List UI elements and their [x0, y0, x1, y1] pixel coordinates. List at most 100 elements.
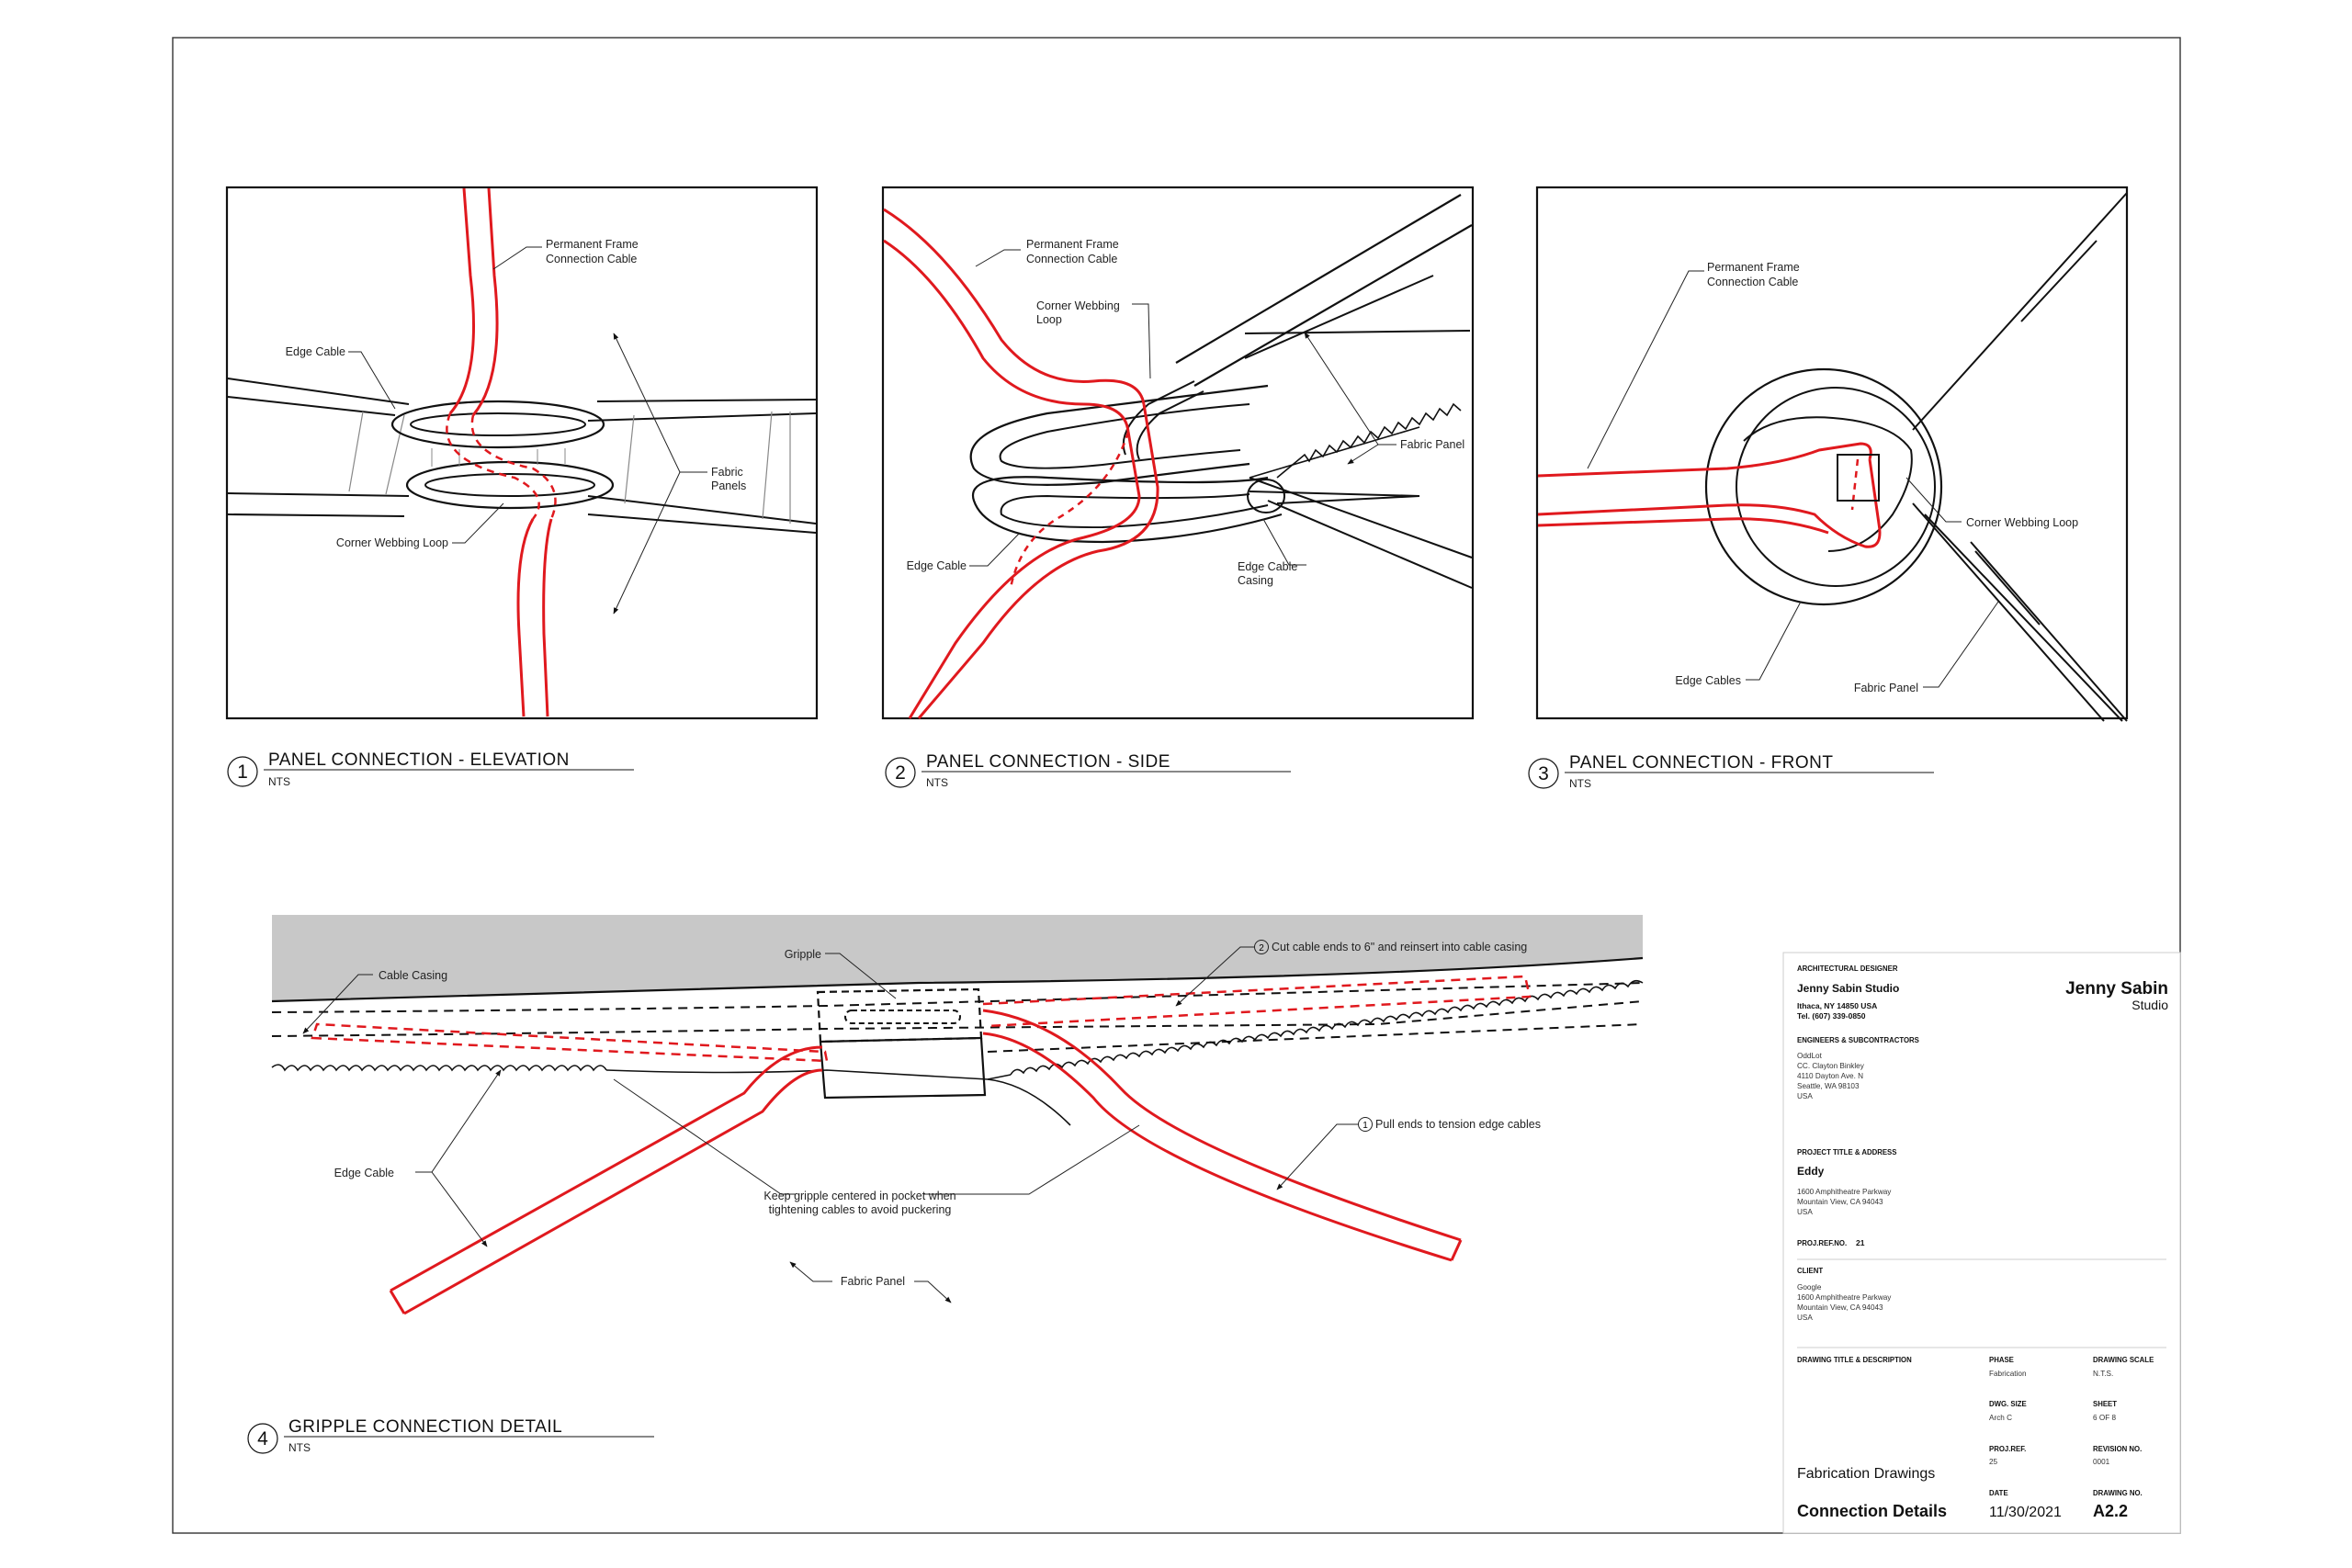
tb-proj-ref-value: 21	[1856, 1238, 1865, 1247]
label-edge-cable-1: Edge Cable	[286, 345, 345, 358]
detail-2-panel-connection-side: Permanent Frame Connection Cable Corner …	[881, 186, 1475, 789]
tb-drawing-no-value: A2.2	[2093, 1502, 2128, 1520]
label-edge-cable-4: Edge Cable	[334, 1167, 394, 1179]
tb-dwg-size-value: Arch C	[1989, 1414, 2012, 1422]
label-frame-cable-3b: Connection Cable	[1707, 276, 1798, 288]
detail-1-number: 1	[237, 761, 248, 783]
detail-3-number-bubble	[1528, 758, 1559, 789]
label-frame-cable-1a: Permanent Frame	[546, 238, 639, 251]
detail-3-drawing	[1537, 192, 2128, 722]
tb-engineer-line-3: 4110 Dayton Ave. N	[1797, 1072, 1863, 1080]
detail-4-gripple-connection: Cable Casing Gripple 2 Cut cable ends to…	[247, 915, 1644, 1454]
tb-scale-value: N.T.S.	[2093, 1370, 2113, 1378]
label-frame-cable-1b: Connection Cable	[546, 253, 637, 265]
label-step2-cut-cable: Cut cable ends to 6" and reinsert into c…	[1272, 941, 1527, 953]
tb-client-line-4: USA	[1797, 1314, 1813, 1322]
label-edge-cables-3: Edge Cables	[1675, 674, 1741, 687]
tb-revision-label: REVISION NO.	[2093, 1445, 2142, 1453]
label-fabric-panels-1a: Fabric	[711, 466, 743, 479]
detail-2-title: PANEL CONNECTION - SIDE	[926, 752, 1170, 772]
label-gripple: Gripple	[785, 948, 821, 961]
tb-date-value: 11/30/2021	[1989, 1505, 2062, 1520]
detail-3-title: PANEL CONNECTION - FRONT	[1569, 753, 1834, 773]
tb-engineer-line-4: Seattle, WA 98103	[1797, 1082, 1860, 1090]
detail-3-number: 3	[1538, 763, 1549, 784]
tb-revision-value: 0001	[2093, 1458, 2110, 1466]
title-block: ARCHITECTURAL DESIGNER Jenny Sabin Studi…	[1782, 952, 2181, 1534]
label-fabric-panel-2: Fabric Panel	[1400, 438, 1464, 451]
tb-phase-label: PHASE	[1989, 1356, 2014, 1364]
tb-projref2-value: 25	[1989, 1458, 1998, 1466]
tb-project-line-2: Mountain View, CA 94043	[1797, 1198, 1883, 1206]
tb-drawing-no-label: DRAWING NO.	[2093, 1489, 2143, 1497]
detail-1-title: PANEL CONNECTION - ELEVATION	[268, 750, 570, 770]
detail-4-number: 4	[257, 1428, 268, 1450]
tb-project-line-3: USA	[1797, 1208, 1813, 1216]
detail-1-drawing	[227, 187, 817, 717]
tb-client-line-2: 1600 Amphitheatre Parkway	[1797, 1293, 1892, 1302]
tb-client-line-3: Mountain View, CA 94043	[1797, 1303, 1883, 1312]
tb-date-label: DATE	[1989, 1489, 2008, 1497]
tb-engineer-line-2: CC. Clayton Binkley	[1797, 1062, 1865, 1070]
detail-4-number-bubble	[247, 1423, 278, 1454]
detail-2-number: 2	[895, 762, 906, 784]
tb-drawing-subtitle: Fabrication Drawings	[1797, 1466, 1935, 1482]
detail-1-frame	[225, 186, 819, 720]
detail-2-scale: NTS	[926, 776, 948, 789]
label-frame-cable-2a: Permanent Frame	[1026, 238, 1119, 251]
detail-1-scale: NTS	[268, 775, 290, 788]
sheet-border	[172, 37, 2181, 1534]
label-webbing-loop-2a: Corner Webbing	[1036, 299, 1120, 312]
detail-2-number-bubble	[885, 757, 916, 788]
tb-client-heading: CLIENT	[1797, 1267, 1823, 1275]
detail-4-drawing	[271, 915, 1644, 1315]
label-edge-cable-2: Edge Cable	[907, 559, 967, 572]
label-webbing-loop-3: Corner Webbing Loop	[1966, 516, 2078, 529]
label-keep-centered-a: Keep gripple centered in pocket when	[763, 1190, 956, 1202]
tb-engineer-line-5: USA	[1797, 1092, 1813, 1100]
step2-number: 2	[1259, 943, 1264, 953]
tb-project-name: Eddy	[1797, 1165, 1825, 1178]
tb-engineer-line-1: OddLot	[1797, 1052, 1823, 1060]
tb-drawing-title-heading: DRAWING TITLE & DESCRIPTION	[1797, 1356, 1912, 1364]
detail-2-drawing	[883, 194, 1473, 719]
tb-dwg-size-label: DWG. SIZE	[1989, 1400, 2027, 1408]
tb-drawing-title: Connection Details	[1797, 1502, 1947, 1520]
tb-designer-address: Ithaca, NY 14850 USA	[1797, 1001, 1877, 1010]
tb-sheet-value: 6 OF 8	[2093, 1414, 2116, 1422]
label-cable-casing: Cable Casing	[379, 969, 447, 982]
tb-arch-designer-heading: ARCHITECTURAL DESIGNER	[1797, 964, 1898, 973]
detail-4-title: GRIPPLE CONNECTION DETAIL	[288, 1417, 562, 1437]
tb-phase-value: Fabrication	[1989, 1370, 2027, 1378]
detail-3-frame	[1535, 186, 2129, 720]
label-fabric-panels-1b: Panels	[711, 479, 746, 492]
label-fabric-panel-4: Fabric Panel	[841, 1275, 905, 1288]
label-edge-casing-2b: Casing	[1238, 574, 1273, 587]
detail-2-frame	[881, 186, 1475, 720]
label-frame-cable-3a: Permanent Frame	[1707, 261, 1800, 274]
detail-3-scale: NTS	[1569, 777, 1591, 790]
label-webbing-loop-2b: Loop	[1036, 313, 1062, 326]
detail-3-panel-connection-front: Permanent Frame Connection Cable Corner …	[1528, 186, 2129, 790]
step1-number: 1	[1363, 1121, 1368, 1131]
label-frame-cable-2b: Connection Cable	[1026, 253, 1117, 265]
tb-logo-line1: Jenny Sabin	[2065, 979, 2168, 998]
tb-project-line-1: 1600 Amphitheatre Parkway	[1797, 1188, 1892, 1196]
tb-project-heading: PROJECT TITLE & ADDRESS	[1797, 1148, 1896, 1156]
detail-4-scale: NTS	[288, 1441, 311, 1454]
tb-client-line-1: Google	[1797, 1283, 1822, 1292]
tb-scale-label: DRAWING SCALE	[2093, 1356, 2154, 1364]
label-fabric-panel-3: Fabric Panel	[1854, 682, 1918, 694]
label-step1-pull-ends: Pull ends to tension edge cables	[1375, 1118, 1541, 1131]
tb-designer-name: Jenny Sabin Studio	[1797, 982, 1899, 995]
tb-projref2-label: PROJ.REF.	[1989, 1445, 2026, 1453]
tb-designer-tel: Tel. (607) 339-0850	[1797, 1011, 1866, 1021]
tb-engineers-heading: ENGINEERS & SUBCONTRACTORS	[1797, 1036, 1919, 1044]
label-keep-centered-b: tightening cables to avoid puckering	[769, 1203, 952, 1216]
cable-casing-grey	[272, 915, 1643, 1001]
tb-logo-line2: Studio	[2132, 998, 2168, 1012]
detail-1-number-bubble	[227, 756, 258, 787]
tb-sheet-label: SHEET	[2093, 1400, 2117, 1408]
label-webbing-loop-1: Corner Webbing Loop	[336, 536, 448, 549]
